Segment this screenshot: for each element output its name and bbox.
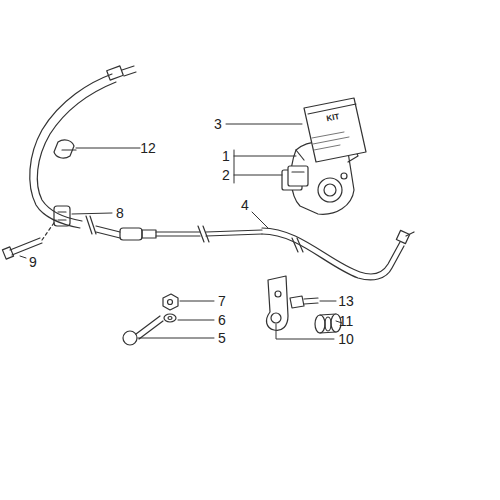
callout-number: 12 bbox=[140, 141, 156, 155]
brake-cable bbox=[96, 226, 414, 280]
brake-pads bbox=[282, 166, 308, 190]
callout-number: 6 bbox=[218, 313, 226, 327]
leader-lines bbox=[20, 124, 342, 339]
callout-number: 1 bbox=[222, 149, 230, 163]
callout-number: 8 bbox=[116, 206, 124, 220]
kit-bag bbox=[304, 98, 366, 162]
hose-clamp bbox=[54, 140, 76, 158]
callout-number: 10 bbox=[338, 332, 354, 346]
bolt bbox=[2, 220, 56, 259]
rubber-grommet bbox=[315, 314, 341, 333]
bolt bbox=[290, 296, 318, 308]
callout-number: 2 bbox=[222, 168, 230, 182]
mounting-bracket bbox=[267, 276, 288, 330]
cable-clamp bbox=[54, 206, 70, 226]
callout-number: 9 bbox=[29, 255, 37, 269]
callout-number: 7 bbox=[218, 294, 226, 308]
bolt-washer-nut bbox=[123, 294, 178, 345]
callout-number: 4 bbox=[241, 198, 249, 212]
callout-number: 3 bbox=[214, 117, 222, 131]
callout-number: 5 bbox=[218, 331, 226, 345]
brake-hose bbox=[30, 66, 136, 234]
callout-number: 13 bbox=[338, 294, 354, 308]
callout-number: 11 bbox=[339, 314, 354, 328]
